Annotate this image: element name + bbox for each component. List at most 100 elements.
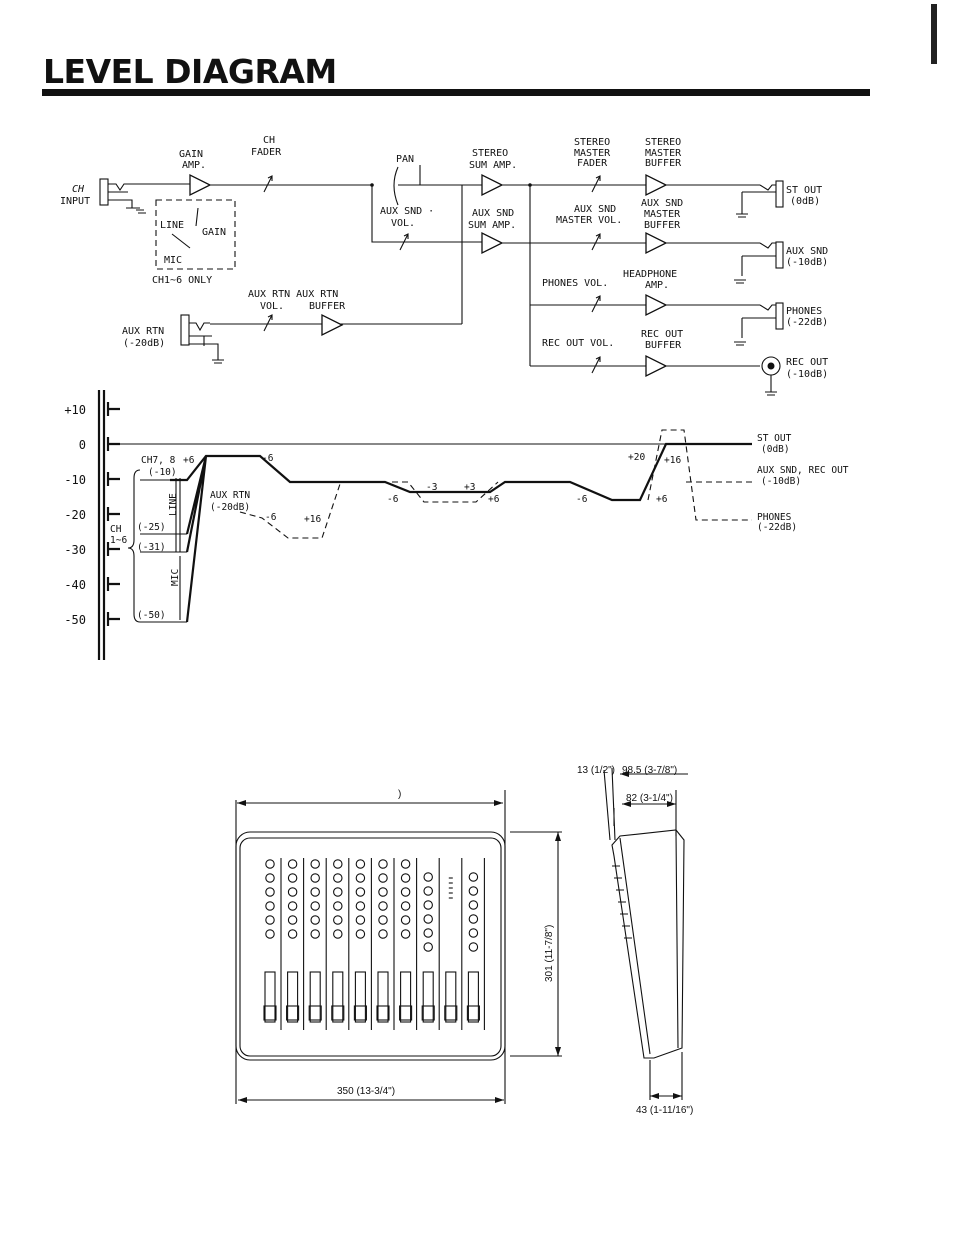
knob-icon bbox=[310, 859, 320, 869]
fader-knob-icon bbox=[308, 1005, 322, 1021]
aux-snd-sum-label: AUX SND bbox=[472, 208, 514, 219]
dimension-arrows bbox=[237, 800, 504, 1103]
y-tick-label: -40 bbox=[64, 578, 86, 592]
mixer-panel bbox=[239, 837, 502, 1057]
headphone-amp-label-2: AMP. bbox=[645, 280, 669, 291]
pan-wiring bbox=[371, 165, 462, 243]
width-label: 350 (13-3/4") bbox=[337, 1086, 395, 1097]
ch-input-jack bbox=[99, 178, 109, 206]
knob-icon bbox=[423, 928, 433, 938]
out-phones-label: PHONES bbox=[757, 512, 792, 523]
top-width-label: ) bbox=[398, 789, 401, 800]
ch-fader-label-2: FADER bbox=[251, 147, 282, 158]
knob-icon bbox=[423, 900, 433, 910]
m3-label: -3 bbox=[426, 482, 437, 493]
gain-pot-icon bbox=[171, 207, 199, 249]
ch16-label: CH bbox=[110, 524, 122, 535]
aux-rtn-level-db: (-20dB) bbox=[210, 502, 250, 513]
stereo-master-buffer-label-3: BUFFER bbox=[645, 158, 682, 169]
fader-slot bbox=[400, 971, 412, 1023]
gain-amp-label: GAIN bbox=[179, 149, 203, 160]
pan-pot-icon bbox=[393, 166, 399, 206]
side-depth-label: 98.5 (3-7/8") bbox=[622, 765, 677, 776]
y-tick-label: -50 bbox=[64, 613, 86, 627]
knob-icon bbox=[355, 873, 366, 883]
knob-icon bbox=[287, 915, 298, 925]
ch16-label-2: 1~6 bbox=[110, 535, 127, 546]
knob-icon bbox=[310, 873, 320, 883]
headphone-amp-icon bbox=[645, 293, 668, 317]
knob-icon bbox=[310, 915, 320, 925]
out-st-label: ST OUT bbox=[757, 433, 792, 444]
aux-rtn-vol-label-2: VOL. bbox=[260, 301, 284, 312]
output-bus bbox=[502, 184, 646, 367]
aux-snd-vol-label: AUX SND · bbox=[380, 206, 434, 217]
channel-strips bbox=[263, 858, 485, 1030]
level-axis bbox=[97, 390, 106, 660]
phones-label: PHONES bbox=[786, 306, 822, 317]
aux-rtn-curve bbox=[239, 483, 341, 539]
y-tick-label: -30 bbox=[64, 543, 86, 557]
ch-input-label: CH bbox=[72, 184, 85, 195]
p20-label: +20 bbox=[628, 452, 645, 463]
fader-knob-icon bbox=[353, 1005, 367, 1021]
y-tick-label: 0 bbox=[79, 438, 86, 452]
aux-snd-master-buffer-icon bbox=[645, 231, 668, 255]
height-arrows bbox=[650, 1093, 682, 1099]
aux-snd-level: (-10dB) bbox=[786, 257, 828, 268]
knob-icon bbox=[468, 942, 479, 952]
rec-out-buffer-label-2: BUFFER bbox=[645, 340, 682, 351]
m6-label: -6 bbox=[262, 453, 274, 464]
p6-label-c: +6 bbox=[656, 494, 668, 505]
line-vert-label: LINE bbox=[168, 493, 179, 516]
stereo-master-buffer-label: STEREO bbox=[645, 137, 681, 148]
fader-knob-icon bbox=[399, 1005, 413, 1021]
knob-icon bbox=[355, 859, 366, 869]
headphone-amp-label: HEADPHONE bbox=[623, 269, 677, 280]
knob-icon bbox=[423, 942, 433, 952]
in-m25: (-25) bbox=[137, 522, 166, 533]
gain-curves bbox=[185, 455, 208, 623]
junction-dot bbox=[528, 183, 532, 187]
knob-icon bbox=[265, 873, 275, 883]
knob-icon bbox=[333, 859, 343, 869]
knob-icon bbox=[378, 859, 388, 869]
y-axis-ticks: +100-10-20-30-40-50 bbox=[64, 402, 120, 627]
knob-icon bbox=[265, 915, 275, 925]
top-lip-label: 13 (1/2") bbox=[577, 765, 615, 776]
fader-slot bbox=[287, 971, 299, 1023]
mic-vert-label: MIC bbox=[170, 569, 181, 586]
stereo-master-fader-label-2: MASTER bbox=[574, 148, 611, 159]
knob-icon bbox=[468, 928, 479, 938]
m6-label-b: -6 bbox=[265, 512, 277, 523]
fader-slot bbox=[445, 971, 457, 1023]
aux-rtn-vol-label: AUX RTN AUX RTN bbox=[248, 289, 338, 300]
gain-label: GAIN bbox=[202, 227, 226, 238]
ch-input-label-2: INPUT bbox=[60, 196, 90, 207]
vol-arrow-icon bbox=[591, 356, 601, 374]
p16-label: +16 bbox=[304, 514, 321, 525]
pan-label: PAN bbox=[396, 154, 414, 165]
side-dim-lines bbox=[603, 767, 688, 841]
line-mic-switch-box bbox=[155, 199, 236, 270]
phones-jack bbox=[734, 302, 784, 346]
out-aux-rec-level: (-10dB) bbox=[761, 476, 801, 487]
knob-icon bbox=[310, 887, 320, 897]
knob-icon bbox=[400, 901, 411, 911]
in-m31: (-31) bbox=[137, 542, 166, 553]
side-view-drawing: 13 (1/2") 98.5 (3-7/8") 82 (3-1/4") 43 (… bbox=[577, 765, 693, 1116]
aux-snd-jack bbox=[734, 241, 784, 284]
rec-out-vol-label: REC OUT VOL. bbox=[542, 338, 614, 349]
knob-icon bbox=[400, 929, 411, 939]
knob-icon bbox=[333, 929, 343, 939]
block-diagram: CH INPUT LINE GAIN MIC CH1~6 ONLY GAIN A… bbox=[60, 135, 828, 396]
side-profile-edges bbox=[619, 831, 679, 1055]
fader-knob-icon bbox=[421, 1005, 435, 1021]
rec-out-buffer-icon bbox=[645, 354, 668, 378]
p6-label: +6 bbox=[183, 455, 195, 466]
m6-label-d: -6 bbox=[576, 494, 588, 505]
depth-dim-lines bbox=[510, 831, 562, 1057]
fader-slot bbox=[422, 971, 434, 1023]
fader-slot bbox=[332, 971, 344, 1023]
ch78-label: CH7, 8 bbox=[141, 455, 176, 466]
